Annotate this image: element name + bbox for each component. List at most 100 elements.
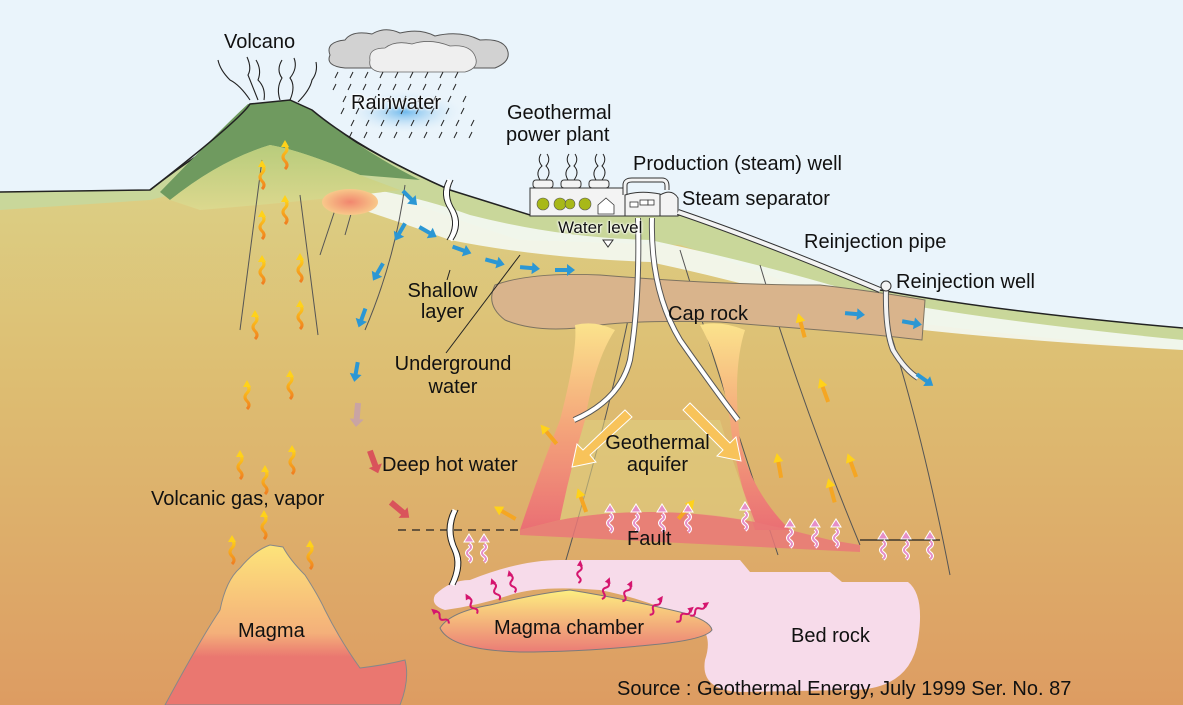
rain-drop — [370, 107, 375, 115]
heat-wave-arrow — [490, 578, 502, 601]
hot-flow-arrow — [825, 478, 837, 503]
hydrothermal-arrow — [682, 503, 694, 534]
leader-lines — [445, 254, 521, 354]
rain-drop — [372, 95, 377, 103]
rain-drop — [348, 131, 353, 139]
rain-drop — [363, 131, 368, 139]
hot-flow-arrow — [795, 313, 807, 338]
break-symbols — [444, 178, 461, 587]
hydrothermal-arrow — [656, 503, 668, 534]
hydrothermal-arrow — [900, 530, 912, 561]
label-power-plant-2: power plant — [506, 124, 610, 146]
break-symbol-outlines — [443, 179, 462, 586]
rain-drop — [362, 83, 367, 91]
hot-water-arrow — [349, 402, 364, 427]
rain-drop — [400, 107, 405, 115]
reinjection-pipe — [677, 209, 920, 381]
hydrothermal-arrow — [630, 503, 642, 534]
hydrothermal-arrow — [739, 501, 751, 532]
flame-arrow — [236, 450, 244, 481]
flame-arrow — [281, 195, 289, 226]
rain-drops — [332, 71, 475, 139]
rain-drop — [440, 119, 445, 127]
blue-arrow — [519, 262, 540, 275]
hot-flow-arrow — [493, 506, 517, 521]
hot-flow-arrow — [540, 424, 559, 446]
rain-drop — [385, 107, 390, 115]
rain-drop — [379, 71, 384, 79]
rain-drop — [410, 119, 415, 127]
water-flow-arrows — [349, 189, 934, 387]
rain-drop — [355, 107, 360, 115]
hot-water-arrow — [388, 499, 410, 518]
rain-drop — [422, 83, 427, 91]
shallow-layer-band — [320, 182, 1183, 350]
heat-wave-arrow — [431, 608, 450, 624]
hydrothermal-arrow — [830, 518, 842, 549]
rain-drop — [454, 71, 459, 79]
rain-drop — [438, 131, 443, 139]
rain-drop — [453, 131, 458, 139]
blue-arrow — [901, 317, 922, 330]
label-water-level: Water level — [558, 218, 643, 237]
rain-drop — [364, 71, 369, 79]
flame-arrow — [258, 160, 266, 191]
rain-drop — [387, 95, 392, 103]
rain-drop — [394, 71, 399, 79]
power-plant — [529, 153, 679, 217]
label-shallow-layer-2: layer — [420, 301, 465, 323]
blue-arrow — [555, 264, 575, 276]
rain-drop — [342, 95, 347, 103]
rain-drop — [395, 119, 400, 127]
rain-drop — [455, 119, 460, 127]
rain-drop — [402, 95, 407, 103]
rain-drop — [377, 83, 382, 91]
hydrothermal-arrow — [784, 518, 796, 549]
heat-wave-arrow — [507, 570, 517, 594]
production-wells — [572, 217, 741, 423]
heat-wave-arrow — [689, 602, 710, 617]
flame-arrow — [228, 535, 236, 566]
rain-drop — [425, 119, 430, 127]
rain-drop — [347, 83, 352, 91]
magma-chamber — [439, 589, 713, 653]
rain-drop — [392, 83, 397, 91]
rain-drop — [439, 71, 444, 79]
magma — [164, 544, 408, 705]
rain-drop — [409, 71, 414, 79]
flame-arrow — [288, 445, 296, 476]
flame-arrow — [243, 380, 251, 411]
hot-flow-arrow — [575, 488, 589, 513]
blue-arrow — [371, 262, 385, 281]
geothermal-aquifer — [560, 420, 755, 522]
hydrothermal-arrow — [463, 533, 475, 564]
volcano-outline — [149, 99, 451, 191]
heat-wave-arrow — [465, 593, 479, 614]
rain-drop — [334, 71, 339, 79]
rain-drop — [447, 95, 452, 103]
hydrothermal-arrows — [463, 501, 936, 564]
flame-arrow — [286, 370, 294, 401]
flame-arrow — [296, 253, 304, 284]
right-conduit — [700, 323, 790, 530]
label-fault: Fault — [627, 528, 672, 550]
hot-flow-arrow — [773, 453, 784, 479]
rain-drop — [378, 131, 383, 139]
blue-arrow — [915, 372, 934, 387]
flame-arrow — [258, 255, 266, 286]
rain-drop — [423, 131, 428, 139]
label-underground-water-2: water — [428, 376, 478, 398]
label-deep-hot-water: Deep hot water — [382, 454, 518, 476]
rain-drop — [468, 131, 473, 139]
hot-flow-arrow — [817, 378, 831, 403]
hydrothermal-arrow — [924, 530, 936, 561]
label-steam-separator: Steam separator — [682, 188, 830, 210]
volcano-rim — [160, 100, 420, 200]
rain-drop — [417, 95, 422, 103]
rain-drop — [332, 83, 337, 91]
label-magma: Magma — [238, 620, 305, 642]
blue-arrow — [401, 189, 418, 206]
rain-cloud — [328, 29, 509, 73]
hot-water-arrows — [349, 402, 410, 518]
